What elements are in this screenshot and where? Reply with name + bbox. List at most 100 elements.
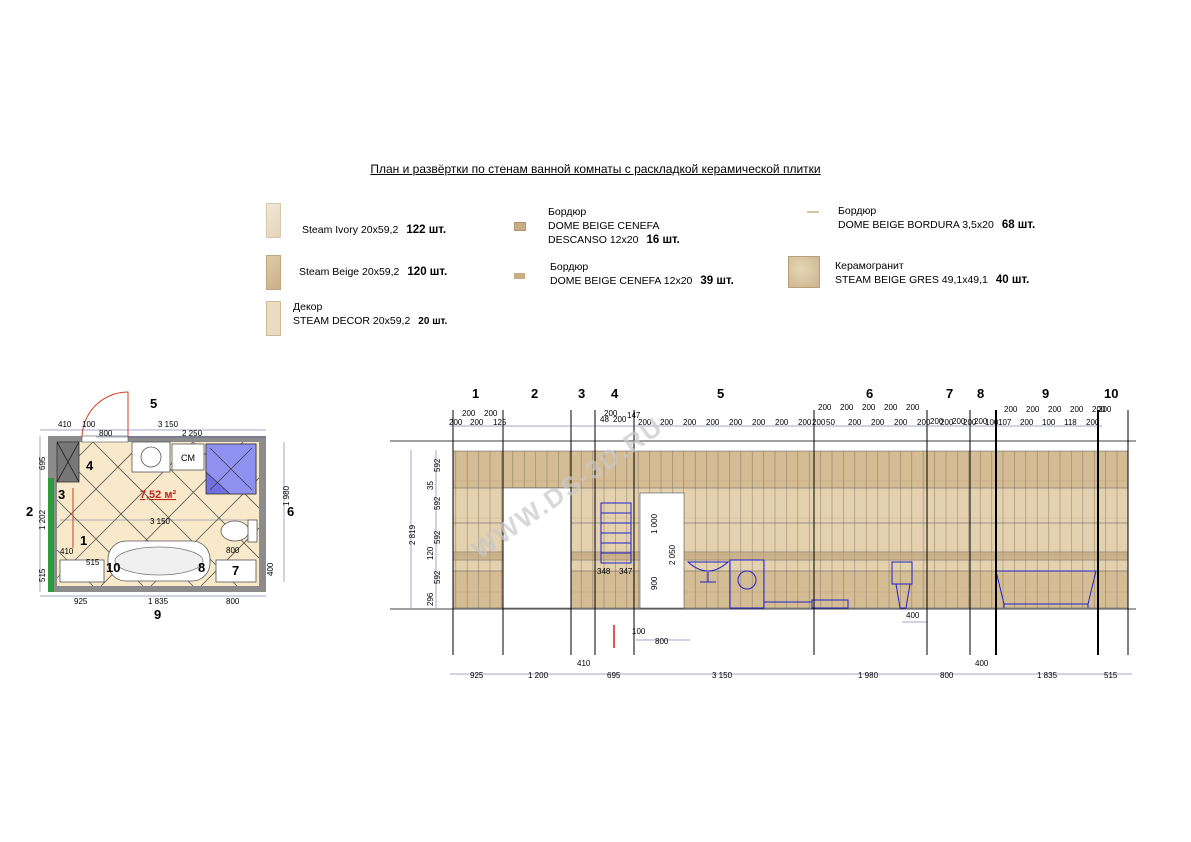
tile-dim-r1-6: 200: [706, 418, 720, 427]
elevation-sink: [686, 561, 730, 583]
plan-label-8: 8: [198, 560, 205, 575]
plan-label-5: 5: [150, 396, 157, 411]
tile-dim-r2-4: 200: [840, 403, 854, 412]
swatch-gres: [788, 256, 820, 288]
swatch-steam-ivory: [266, 203, 281, 238]
swatch-steam-beige: [266, 255, 281, 290]
elevation-toilet: [891, 561, 913, 609]
swatch-decor: [266, 301, 281, 336]
tile-dim-r1-5: 200: [683, 418, 697, 427]
dim-right-1980: 1 980: [282, 485, 291, 506]
dim-bot-925: 925: [74, 597, 88, 606]
tile-dim-r2-2: 200: [604, 409, 618, 418]
dim-35: 35: [426, 481, 435, 490]
dim-bot-1835: 1 835: [148, 597, 169, 606]
elevation-towel-rail: [600, 502, 632, 564]
elevation-door-1: [502, 487, 572, 609]
bottom-dim-4: 3 150: [712, 671, 733, 680]
dim-348: 348: [597, 567, 611, 576]
dim-inner-800: 800: [226, 546, 240, 555]
dim-400: 400: [906, 611, 920, 620]
tile-dim-r1-11: 200: [812, 418, 826, 427]
tile-dim-r2-6: 200: [884, 403, 898, 412]
tile-dim-r2-5: 200: [862, 403, 876, 412]
tile-dim-r1-4: 200: [660, 418, 674, 427]
plan-label-9: 9: [154, 607, 161, 622]
elev-label-6: 6: [866, 386, 873, 401]
tile-dim-r1-7: 200: [729, 418, 743, 427]
tile-dim-r1-13: 200: [848, 418, 862, 427]
plan-cabinet-left: [59, 559, 105, 583]
bottom-dim-2: 410: [577, 659, 591, 668]
elev-label-9: 9: [1042, 386, 1049, 401]
elev-label-7: 7: [946, 386, 953, 401]
dim-592-a: 592: [433, 458, 442, 472]
elev-label-2: 2: [531, 386, 538, 401]
dim-347: 347: [619, 567, 633, 576]
tile-dim-r1-22: 100: [1042, 418, 1056, 427]
dim-left-695: 695: [38, 456, 47, 470]
plan-label-3: 3: [58, 487, 65, 502]
tile-dim-r1-21: 200: [1020, 418, 1034, 427]
dim-inner-3150: 3 150: [150, 517, 171, 526]
tile-dim-r1-19: 100: [985, 418, 999, 427]
dim-592-d: 592: [433, 570, 442, 584]
plan-label-4: 4: [86, 458, 94, 473]
plan-area: 7,52 м²: [140, 489, 177, 501]
tile-dim-r1-20: 107: [998, 418, 1012, 427]
dim-296: 296: [426, 592, 435, 606]
tile-dim-r2-12: 200: [1092, 405, 1106, 414]
elev-label-8: 8: [977, 386, 984, 401]
tile-dim-r2-7: 200: [906, 403, 920, 412]
bottom-dim-5: 1 980: [858, 671, 879, 680]
plan-wm-label: СМ: [181, 453, 195, 463]
bottom-dim-6: 800: [940, 671, 954, 680]
tile-dim-r2-11: 200: [1070, 405, 1084, 414]
floor-plan: СМ 7,52 м² 3 150 410 515 800 4 3 1 10 8 …: [26, 391, 294, 622]
dim-top-410: 410: [58, 420, 72, 429]
dim-left-1202: 1 202: [38, 509, 47, 530]
dim-bot-800: 800: [226, 597, 240, 606]
elev-label-10: 10: [1104, 386, 1118, 401]
elevation-border-strip: [453, 552, 1128, 560]
tile-dim-r1-24: 200: [1086, 418, 1100, 427]
tile-dim-r1-10: 200: [798, 418, 812, 427]
tile-dim-r2-16: 200: [1098, 405, 1112, 414]
bottom-dim-9: 515: [1104, 671, 1118, 680]
plan-label-10: 10: [106, 560, 120, 575]
dim-left-515: 515: [38, 568, 47, 582]
tile-dim-r2-15: 200: [974, 417, 988, 426]
tile-dim-r1-17: 200: [940, 418, 954, 427]
dim-147: 147: [627, 411, 641, 420]
tile-dim-r1-8: 200: [752, 418, 766, 427]
tile-dim-r2-9: 200: [1026, 405, 1040, 414]
tile-dim-r1-23: 118: [1064, 418, 1077, 427]
elev-label-3: 3: [578, 386, 585, 401]
dim-100: 100: [632, 627, 646, 636]
dim-900: 900: [650, 576, 659, 590]
door-swing: [81, 391, 129, 439]
dim-inner-410: 410: [60, 547, 74, 556]
tile-dim-r1-12: 50: [826, 418, 835, 427]
tile-dim-r1-3: 200: [638, 418, 652, 427]
tile-dim-r1-2: 125: [493, 418, 507, 427]
bottom-dim-7: 400: [975, 659, 989, 668]
plan-cabinet-right: [215, 559, 257, 583]
plan-label-1: 1: [80, 533, 87, 548]
tile-dim-r2-10: 200: [1048, 405, 1062, 414]
elevation-washing-machine: [729, 559, 849, 609]
dim-top-2250: 2 250: [182, 429, 203, 438]
elev-label-1: 1: [472, 386, 479, 401]
door-opening: [81, 435, 129, 443]
plan-toilet: [220, 520, 250, 542]
elev-label-5: 5: [717, 386, 724, 401]
